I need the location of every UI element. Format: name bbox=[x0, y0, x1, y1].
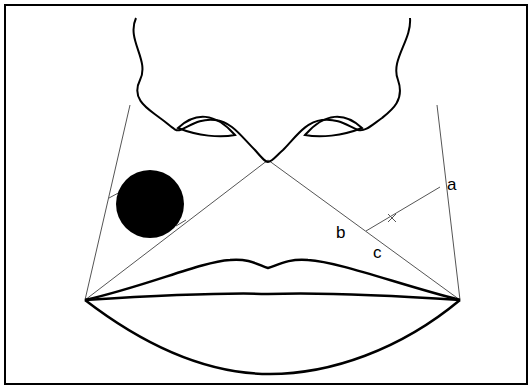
point-label: b bbox=[336, 224, 345, 241]
point-label: a bbox=[447, 176, 456, 193]
point-label: c bbox=[373, 244, 382, 261]
